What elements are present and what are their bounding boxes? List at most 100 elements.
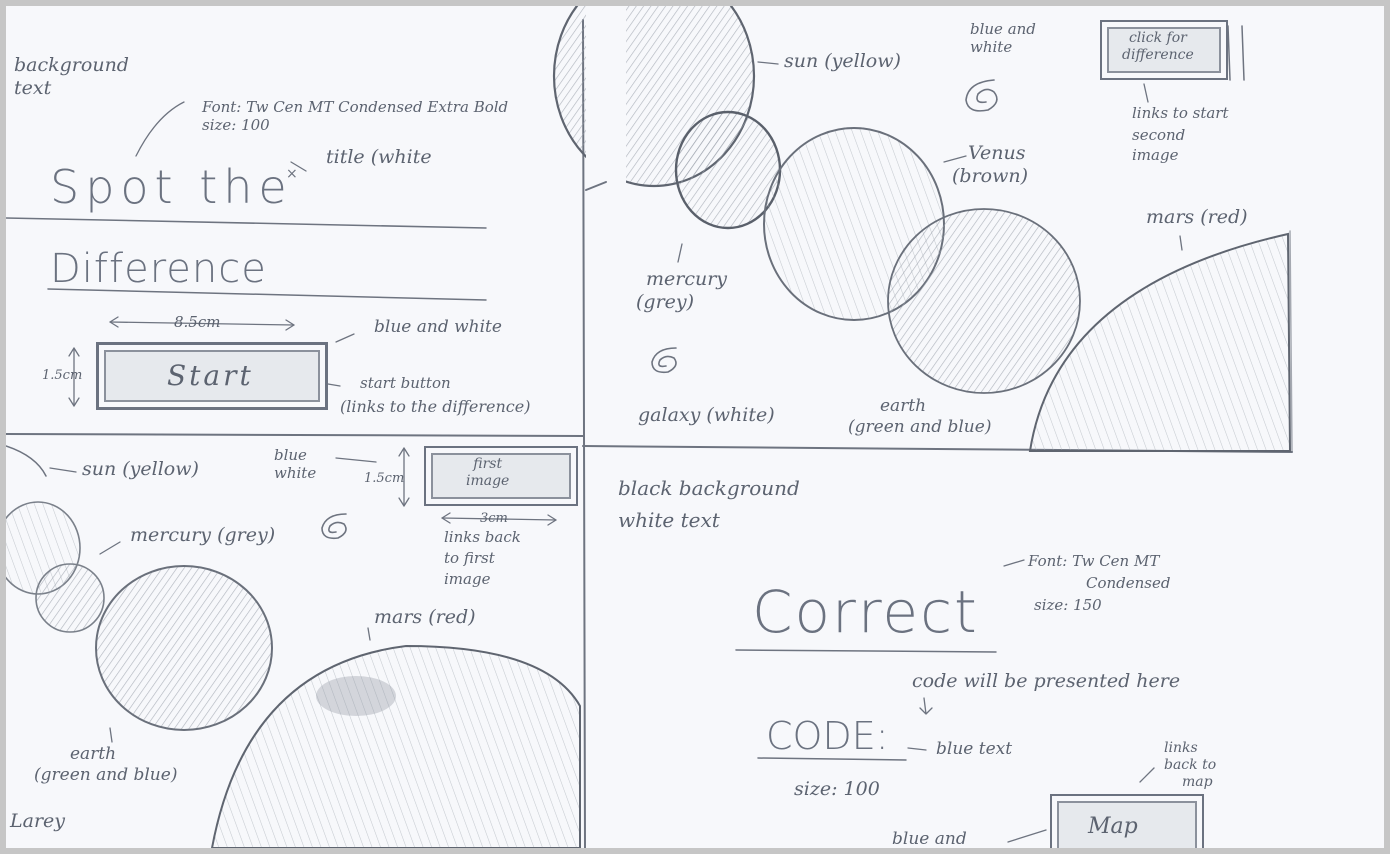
start-button-note: start button (links to the difference) — [340, 374, 530, 416]
click-for-difference-button[interactable]: click for difference — [1100, 20, 1228, 80]
divider-horizontal-left — [6, 433, 584, 437]
correct-title: Correct — [752, 578, 979, 646]
difference-button-label: click for difference — [1122, 30, 1194, 64]
q3-links-back-note: links back to first image — [444, 528, 521, 588]
start-note-line-2: (links to the difference) — [340, 397, 531, 416]
q3-sun — [6, 445, 47, 477]
venus-label: Venus — [968, 142, 1026, 164]
q3-button-color-note: blue white — [274, 446, 316, 482]
q4-font-line-2: Condensed — [1086, 574, 1171, 592]
q2-earth-note: earth (green and blue) — [848, 396, 991, 438]
blue-text-note: blue text — [936, 739, 1013, 759]
q3-mercury-note: mercury (grey) — [130, 524, 276, 546]
q4-bg-line-1: black background — [618, 476, 800, 500]
title-underline-1 — [6, 217, 487, 229]
q2-color-line-1: blue and — [970, 20, 1036, 38]
venus-color: (brown) — [952, 165, 1029, 187]
q3-color-line-2: white — [274, 464, 317, 482]
galaxy-spiral-3 — [321, 513, 347, 540]
earth-color: (green and blue) — [848, 417, 992, 437]
background-note-line: background — [14, 54, 129, 76]
title-note: title (white — [326, 146, 432, 168]
q2-links-line-2: second — [1132, 126, 1186, 144]
button-color-note: blue and white — [374, 317, 502, 337]
sketch-sheet: × — [6, 6, 1384, 848]
signature: Larey — [10, 810, 66, 832]
q2-button-color-note: blue and white — [970, 20, 1036, 56]
q3-earth-color: (green and blue) — [34, 765, 178, 785]
mercury-color: (grey) — [636, 291, 695, 313]
pencil-drawing: × — [6, 6, 1293, 848]
title-pointer-mark: × — [286, 166, 298, 182]
q4-font-line-1: Font: Tw Cen MT — [1028, 552, 1160, 570]
code-presented-note: code will be presented here — [912, 670, 1181, 692]
code-label: CODE: — [766, 714, 889, 758]
q2-sun-note: sun (yellow) — [784, 50, 901, 72]
font-note: Font: Tw Cen MT Condensed Extra Bold siz… — [202, 98, 508, 134]
height-dimension: 1.5cm — [42, 368, 83, 383]
q2-earth — [887, 208, 1081, 394]
difference-label-line-2: difference — [1122, 47, 1194, 63]
page-title-line-1: Spot the — [50, 160, 293, 214]
galaxy-spiral-1 — [965, 79, 998, 112]
earth-label: earth — [880, 396, 927, 416]
map-button[interactable]: Map — [1050, 794, 1204, 848]
q2-mars — [1028, 232, 1292, 452]
map-color-note: blue and — [892, 829, 967, 848]
map-note-line-1: links — [1164, 740, 1198, 756]
title-underline-2 — [47, 288, 487, 301]
size-note: size: 100 — [794, 778, 880, 800]
q3-earth — [95, 565, 273, 731]
divider-vertical — [582, 19, 586, 848]
links-back-line-2: to first — [444, 549, 495, 567]
first-image-label: first image — [466, 456, 509, 490]
q3-mars — [210, 644, 581, 848]
first-image-button[interactable]: first image — [424, 446, 578, 506]
map-button-label: Map — [1088, 814, 1138, 839]
q2-mercury-note: mercury (grey) — [636, 268, 728, 314]
text-note-line: text — [14, 77, 52, 99]
q3-mercury — [35, 563, 105, 633]
q2-galaxy-note: galaxy (white) — [638, 404, 775, 426]
title-pointer — [290, 161, 307, 172]
divider-right-edge — [1289, 230, 1293, 453]
q2-links-line-3: image — [1132, 146, 1179, 164]
code-underline — [757, 757, 907, 761]
q3-sun-note: sun (yellow) — [82, 458, 199, 480]
font-size-note: size: 100 — [202, 116, 270, 134]
q3-width-dimension: 3cm — [480, 511, 508, 526]
links-back-line-3: image — [444, 570, 491, 588]
links-back-to-map-note: links back to map — [1164, 740, 1216, 791]
q3-earth-label: earth — [70, 744, 117, 764]
q2-mars-note: mars (red) — [1146, 206, 1248, 228]
first-label-line-2: image — [466, 473, 510, 489]
mercury-label: mercury — [646, 268, 728, 290]
galaxy-spiral-2 — [651, 347, 677, 374]
start-button[interactable]: Start — [96, 342, 328, 410]
q4-bg-line-2: white text — [618, 508, 720, 532]
width-arrow — [109, 321, 295, 326]
start-button-label: Start — [167, 359, 254, 392]
q2-links-note: links to start second image — [1132, 104, 1229, 164]
q4-font-line-3: size: 150 — [1034, 596, 1102, 614]
q4-font-note: Font: Tw Cen MT Condensed size: 150 — [1028, 552, 1171, 614]
map-note-line-3: map — [1182, 774, 1213, 790]
background-text-note: background text — [14, 54, 129, 100]
font-name-note: Font: Tw Cen MT Condensed Extra Bold — [202, 98, 509, 116]
start-note-line-1: start button — [360, 374, 451, 392]
q2-links-line-1: links to start — [1132, 104, 1229, 122]
difference-label-line-1: click for — [1128, 30, 1187, 46]
first-label-line-1: first — [473, 456, 503, 472]
q3-height-dimension: 1.5cm — [364, 471, 405, 486]
q2-color-line-2: white — [970, 38, 1013, 56]
page-title-line-2: Difference — [50, 246, 267, 292]
correct-underline — [735, 649, 997, 653]
font-pointer — [135, 101, 185, 157]
q3-color-line-1: blue — [274, 446, 307, 464]
q3-mars-note: mars (red) — [374, 606, 476, 628]
links-back-line-1: links back — [444, 528, 521, 546]
q3-earth-note: earth (green and blue) — [34, 744, 177, 786]
map-note-line-2: back to — [1164, 757, 1217, 773]
q2-venus-note: Venus (brown) — [952, 142, 1028, 188]
q4-background-note: black background white text — [618, 472, 800, 536]
